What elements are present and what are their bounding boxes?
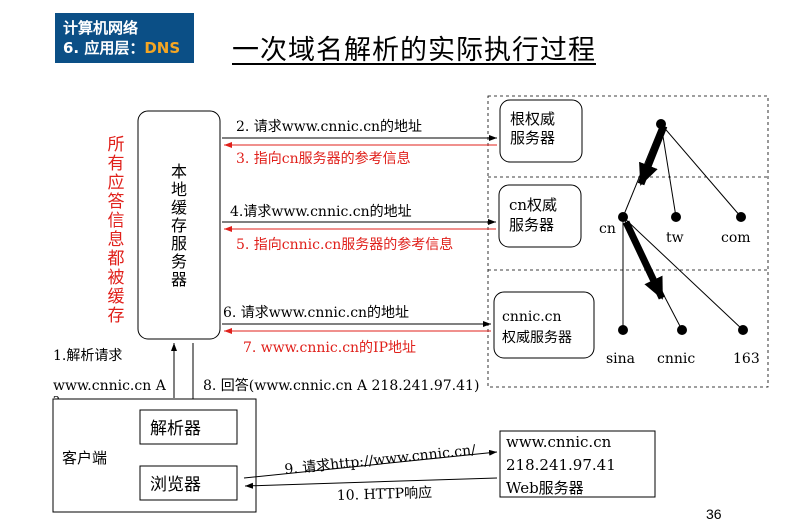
- web-server-ip: 218.241.97.41: [506, 456, 616, 474]
- arrow-http-request: [243, 449, 498, 479]
- side-note-char: 存: [108, 306, 125, 326]
- local-server-char: 地: [171, 180, 187, 199]
- chapter-highlight: DNS: [144, 39, 181, 57]
- cnnic-server-box: [493, 291, 595, 359]
- local-server-char: 缓: [171, 198, 187, 217]
- tree-node-cnnic: [677, 325, 687, 335]
- tree-label-tw: tw: [666, 230, 684, 246]
- tree-label-sina: sina: [606, 351, 635, 367]
- local-dns-server-label: 本 地 缓 存 服 务 器: [171, 162, 187, 289]
- local-dns-server-box: [137, 110, 221, 340]
- message-8: 8. 回答(www.cnnic.cn A 218.241.97.41): [203, 377, 479, 394]
- side-note-char: 都: [108, 249, 125, 269]
- message-6: 6. 请求www.cnnic.cn的地址: [223, 305, 409, 321]
- slide-title: 一次域名解析的实际执行过程: [232, 35, 596, 66]
- message-2: 2. 请求www.cnnic.cn的地址: [236, 119, 422, 135]
- web-server-box: [499, 430, 656, 498]
- side-note-all-answers-cached: 所 有 应 答 信 息 都 被 缓 存: [108, 135, 125, 326]
- course-badge: 计算机网络 6. 应用层：DNS: [55, 13, 194, 63]
- message-3: 3. 指向cn服务器的参考信息: [236, 150, 411, 167]
- page-number: 36: [706, 506, 722, 522]
- message-9: 9. 请求http://www.cnnic.cn/: [284, 442, 477, 478]
- client-label: 客户端: [62, 449, 107, 467]
- tree-label-com: com: [721, 230, 751, 246]
- cn-server-line1: cn权威: [509, 196, 557, 214]
- web-server-hostname: www.cnnic.cn: [506, 433, 612, 451]
- local-server-char: 存: [171, 216, 187, 235]
- tree-label-163: 163: [733, 351, 760, 367]
- side-note-char: 信: [108, 211, 125, 231]
- course-name: 计算机网络: [63, 19, 139, 37]
- local-server-char: 服: [171, 234, 187, 253]
- side-note-char: 所: [108, 135, 125, 155]
- cn-server-line2: 服务器: [509, 216, 554, 234]
- side-note-char: 有: [108, 154, 125, 174]
- tree-node-tw: [671, 212, 681, 222]
- message-10: 10. HTTP响应: [337, 484, 433, 504]
- local-server-char: 器: [171, 270, 187, 289]
- side-note-char: 息: [108, 230, 125, 250]
- message-1-line2: www.cnnic.cn A: [53, 378, 167, 394]
- local-server-char: 本: [171, 162, 187, 181]
- resolver-label: 解析器: [150, 419, 201, 439]
- message-5: 5. 指向cnnic.cn服务器的参考信息: [236, 236, 453, 253]
- message-4: 4.请求www.cnnic.cn的地址: [230, 204, 412, 220]
- traversal-arrow-cn-to-cnnic: [622, 220, 666, 300]
- dns-hierarchy-frame: [487, 95, 769, 388]
- root-server-box: [499, 99, 583, 163]
- chapter-label: 6. 应用层：DNS: [63, 38, 194, 58]
- resolver-box: [139, 409, 238, 445]
- side-note-char: 缓: [108, 287, 125, 307]
- chapter-prefix: 6. 应用层：: [63, 39, 145, 57]
- root-server-line1: 根权威: [510, 110, 555, 128]
- cnnic-server-line2: 权威服务器: [502, 330, 572, 346]
- domain-name-tree: cn tw com sina cnnic 163: [599, 119, 760, 367]
- message-1-line1: 1.解析请求: [53, 348, 122, 364]
- tree-node-cn: [618, 212, 628, 222]
- tree-edge-root-cn: [622, 123, 662, 218]
- tree-node-163: [738, 325, 748, 335]
- side-note-char: 答: [108, 192, 125, 212]
- cnnic-server-line1: cnnic.cn: [502, 309, 562, 325]
- tree-node-sina: [618, 325, 628, 335]
- tree-label-cn: cn: [599, 221, 616, 237]
- local-server-char: 务: [171, 252, 187, 271]
- tree-label-cnnic: cnnic: [657, 351, 695, 367]
- message-7: 7. www.cnnic.cn的IP地址: [243, 340, 416, 356]
- tree-edge-root-com: [660, 123, 742, 218]
- tree-node-com: [736, 212, 746, 222]
- side-note-char: 被: [108, 268, 125, 288]
- arrow-http-response: [244, 477, 498, 489]
- tree-edge-cn-163: [622, 216, 744, 331]
- web-server-label: Web服务器: [506, 479, 584, 497]
- browser-box: [139, 465, 238, 501]
- root-server-line2: 服务器: [510, 129, 555, 147]
- side-note-char: 应: [108, 173, 125, 193]
- traversal-arrow-root-to-cn: [637, 124, 668, 186]
- browser-label: 浏览器: [150, 475, 201, 495]
- cn-server-box: [498, 184, 582, 248]
- tree-edge-root-tw: [660, 123, 677, 218]
